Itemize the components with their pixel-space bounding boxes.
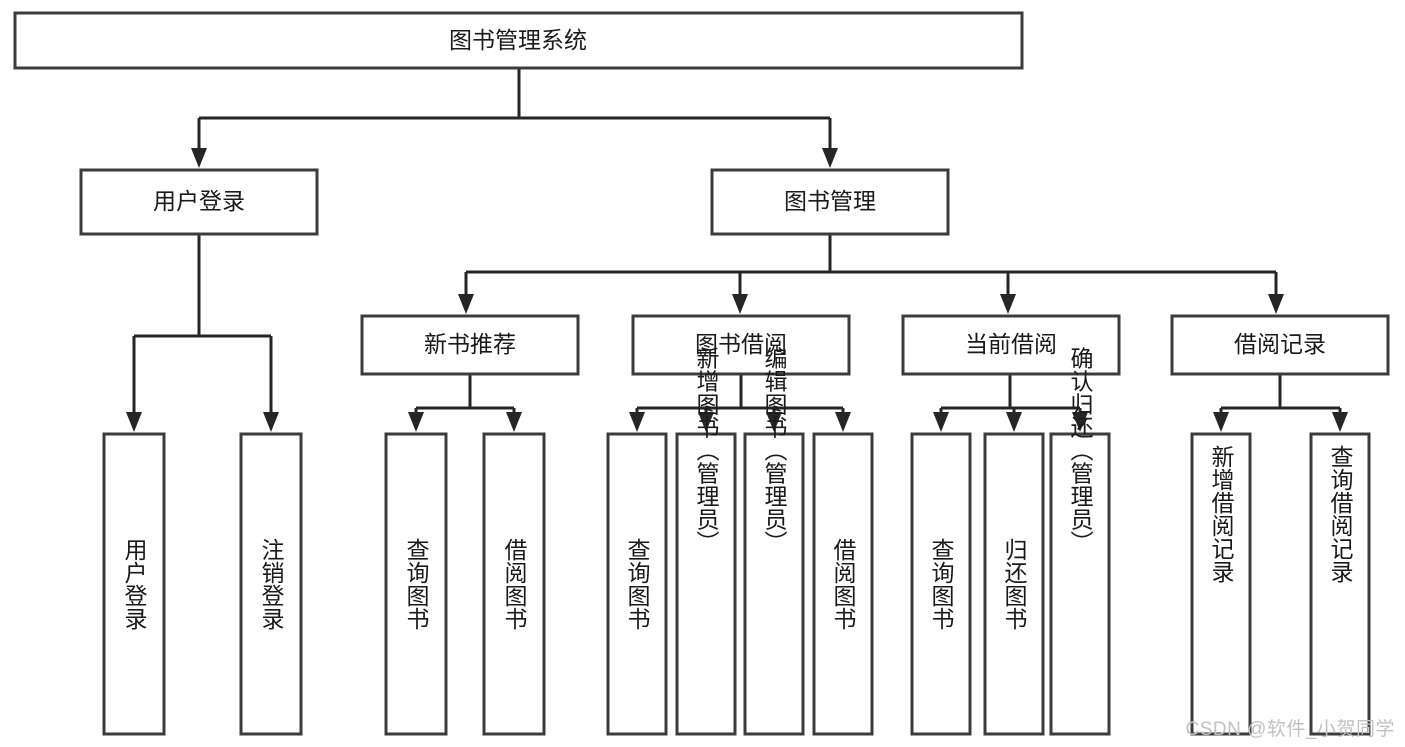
arrowhead-current-borrow	[1000, 294, 1016, 314]
node-book-borrow-label: 图书借阅	[695, 331, 787, 357]
node-leaf-user-login[interactable]: 用户登录	[102, 432, 166, 736]
node-leaf-query-borrow-record-label: 查询借阅记录	[1327, 445, 1354, 583]
node-leaf-query-book-borrow-box[interactable]	[606, 432, 668, 736]
node-current-borrow-box[interactable]	[901, 314, 1121, 376]
node-user-login-box[interactable]	[79, 168, 319, 236]
node-leaf-user-login-label: 用户登录	[121, 538, 148, 630]
connector-group-user-login	[126, 234, 279, 432]
node-current-borrow-label: 当前借阅	[965, 331, 1057, 357]
connector-group-book-borrow	[629, 374, 851, 432]
arrowhead-leaf-user-login	[126, 412, 142, 432]
arrowhead-leaf-return-book	[1006, 412, 1022, 432]
node-leaf-confirm-return-admin-box[interactable]	[1049, 432, 1111, 736]
arrowhead-leaf-add-book-admin	[698, 412, 714, 432]
connector-group-current-borrow	[933, 374, 1088, 432]
node-leaf-confirm-return-admin-label: 确认归还（管理员）	[1067, 347, 1094, 554]
node-borrow-record[interactable]: 借阅记录	[1170, 314, 1390, 376]
node-leaf-borrow-book-rec-box[interactable]	[482, 432, 546, 736]
node-leaf-user-login-box[interactable]	[102, 432, 166, 736]
connector-group-book-management	[458, 234, 1284, 314]
node-leaf-borrow-book-borrow-label: 借阅图书	[830, 538, 857, 630]
node-leaf-return-book-label: 归还图书	[1001, 538, 1028, 630]
node-book-borrow[interactable]: 图书借阅	[631, 314, 851, 376]
node-book-management-label: 图书管理	[784, 188, 876, 214]
node-leaf-confirm-return-admin[interactable]: 确认归还（管理员）	[1049, 347, 1111, 736]
node-leaf-add-book-admin-box[interactable]	[675, 432, 737, 736]
arrowhead-leaf-borrow-book-borrow	[835, 412, 851, 432]
node-leaf-edit-book-admin[interactable]: 编辑图书（管理员）	[743, 347, 805, 736]
node-new-book-recommend-label: 新书推荐	[424, 331, 516, 357]
node-leaf-query-book-borrow-label: 查询图书	[624, 538, 651, 630]
node-borrow-record-label: 借阅记录	[1234, 331, 1326, 357]
arrowhead-leaf-query-borrow-record	[1332, 412, 1348, 432]
node-leaf-borrow-book-rec-label: 借阅图书	[501, 538, 528, 630]
node-leaf-query-book-rec-label: 查询图书	[403, 538, 430, 630]
node-root-label: 图书管理系统	[449, 27, 587, 53]
node-leaf-add-borrow-record-box[interactable]	[1190, 432, 1252, 736]
node-book-borrow-box[interactable]	[631, 314, 851, 376]
node-user-login[interactable]: 用户登录	[79, 168, 319, 236]
node-new-book-recommend[interactable]: 新书推荐	[360, 314, 580, 376]
connector-group-borrow-record	[1213, 374, 1348, 432]
arrowhead-leaf-add-borrow-record	[1213, 412, 1229, 432]
node-leaf-edit-book-admin-box[interactable]	[743, 432, 805, 736]
node-leaf-query-book-rec-box[interactable]	[384, 432, 448, 736]
node-current-borrow[interactable]: 当前借阅	[901, 314, 1121, 376]
node-leaf-add-borrow-record-label: 新增借阅记录	[1208, 445, 1235, 583]
arrowhead-leaf-confirm-return-admin	[1072, 412, 1088, 432]
watermark-text: CSDN @软件_小贺同学	[1185, 719, 1395, 740]
node-leaf-query-book-rec[interactable]: 查询图书	[384, 432, 448, 736]
node-leaf-query-book-current[interactable]: 查询图书	[910, 432, 972, 736]
node-leaf-return-book-box[interactable]	[983, 432, 1045, 736]
node-leaf-add-book-admin[interactable]: 新增图书（管理员）	[675, 347, 737, 736]
node-leaf-logout-label: 注销登录	[258, 538, 285, 630]
arrowhead-leaf-query-book-rec	[408, 412, 424, 432]
node-leaf-borrow-book-borrow-box[interactable]	[812, 432, 874, 736]
arrowhead-leaf-query-book-current	[933, 412, 949, 432]
arrowhead-borrow-record	[1268, 294, 1284, 314]
arrowhead-book-borrow	[732, 294, 748, 314]
node-leaf-borrow-book-borrow[interactable]: 借阅图书	[812, 432, 874, 736]
node-borrow-record-box[interactable]	[1170, 314, 1390, 376]
node-leaf-query-borrow-record[interactable]: 查询借阅记录	[1309, 432, 1371, 736]
node-book-management[interactable]: 图书管理	[710, 168, 950, 236]
arrowhead-leaf-borrow-book-rec	[506, 412, 522, 432]
node-leaf-return-book[interactable]: 归还图书	[983, 432, 1045, 736]
node-leaf-query-borrow-record-box[interactable]	[1309, 432, 1371, 736]
node-new-book-recommend-box[interactable]	[360, 314, 580, 376]
connector-group-root	[191, 68, 838, 168]
node-leaf-query-book-current-box[interactable]	[910, 432, 972, 736]
arrowhead-leaf-query-book-borrow	[629, 412, 645, 432]
node-user-login-label: 用户登录	[153, 188, 245, 214]
arrowhead-book-management	[822, 148, 838, 168]
node-leaf-logout[interactable]: 注销登录	[239, 432, 303, 736]
arrowhead-leaf-logout	[263, 412, 279, 432]
connector-group-new-book-recommend	[408, 374, 522, 432]
node-leaf-edit-book-admin-label: 编辑图书（管理员）	[761, 347, 788, 554]
node-leaf-query-book-current-label: 查询图书	[928, 538, 955, 630]
node-leaf-add-book-admin-label: 新增图书（管理员）	[693, 347, 720, 554]
node-root[interactable]: 图书管理系统	[13, 11, 1024, 70]
node-leaf-query-book-borrow[interactable]: 查询图书	[606, 432, 668, 736]
node-book-management-box[interactable]	[710, 168, 950, 236]
node-root-box[interactable]	[13, 11, 1024, 70]
arrowhead-user-login	[191, 148, 207, 168]
arrowhead-leaf-edit-book-admin	[766, 412, 782, 432]
node-leaf-logout-box[interactable]	[239, 432, 303, 736]
arrowhead-new-book-recommend	[458, 294, 474, 314]
node-leaf-add-borrow-record[interactable]: 新增借阅记录	[1190, 432, 1252, 736]
node-leaf-borrow-book-rec[interactable]: 借阅图书	[482, 432, 546, 736]
